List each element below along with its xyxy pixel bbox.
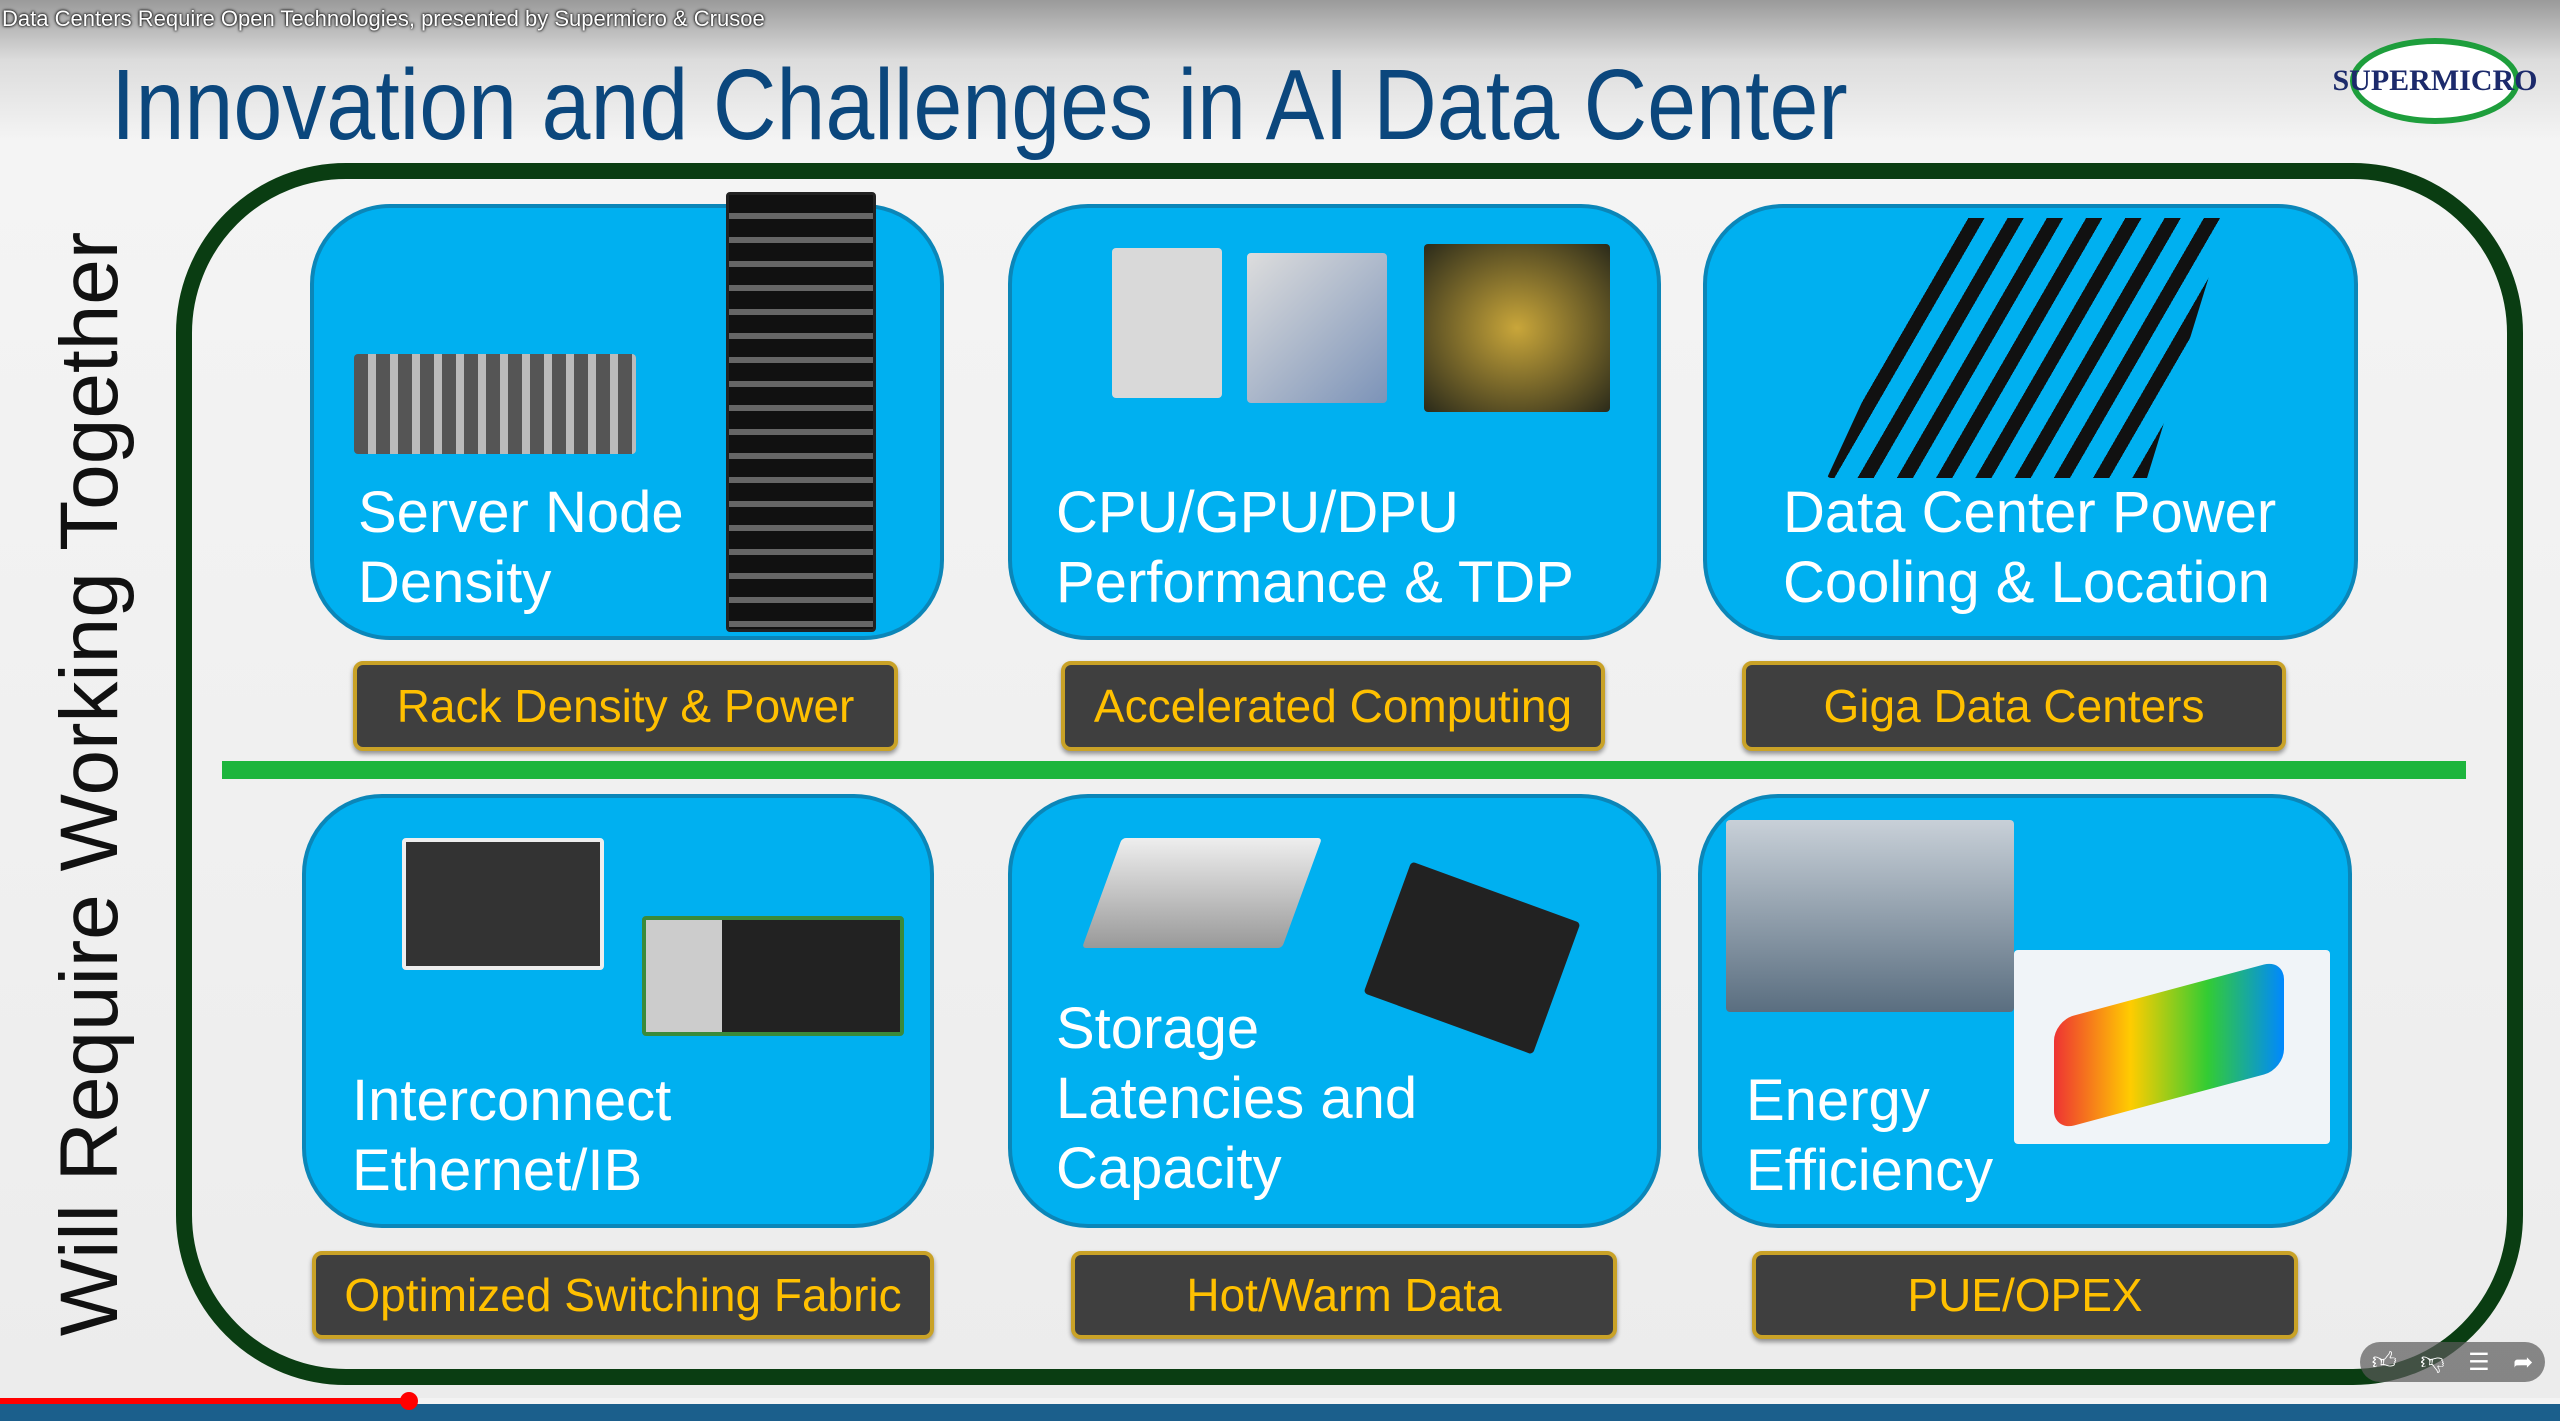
card-line: Capacity: [1056, 1136, 1282, 1201]
card-line: Energy: [1746, 1068, 1930, 1133]
label-accelerated-computing: Accelerated Computing: [1061, 661, 1605, 751]
slide-title: Innovation and Challenges in AI Data Cen…: [111, 49, 1848, 161]
divider-line: [222, 761, 2466, 779]
intel-xeon-chip-image: [1112, 248, 1222, 398]
card-line: Efficiency: [1746, 1138, 1994, 1203]
label-rack-density: Rack Density & Power: [353, 661, 898, 751]
data-center-rows-image: [1827, 218, 2227, 478]
green-frame: [176, 163, 2523, 1385]
card-line: Data Center Power: [1783, 480, 2277, 545]
comment-icon[interactable]: ☰: [2468, 1348, 2490, 1376]
card-line: Storage: [1056, 996, 1260, 1061]
card-line: Cooling & Location: [1783, 550, 2270, 615]
side-text: Will Require Working Together: [44, 231, 135, 1337]
progress-played: [0, 1398, 410, 1404]
progress-bar[interactable]: [0, 1398, 2560, 1404]
thermal-simulation-image: [2014, 950, 2330, 1144]
dislike-icon[interactable]: 👎︎: [2420, 1348, 2445, 1375]
nic-card-image: [402, 838, 604, 970]
label-hot-warm-data: Hot/Warm Data: [1071, 1251, 1617, 1339]
label-switching-fabric: Optimized Switching Fabric: [312, 1251, 934, 1339]
amd-epyc-chip-image: [1247, 253, 1387, 403]
share-icon[interactable]: ➦: [2513, 1348, 2534, 1376]
like-icon[interactable]: 👍︎: [2371, 1348, 2397, 1375]
progress-scrubber[interactable]: [399, 1392, 418, 1410]
gpu-chip-image: [1424, 244, 1610, 412]
video-title-overlay[interactable]: Data Centers Require Open Technologies, …: [2, 6, 765, 31]
server-node-image: [354, 354, 636, 454]
building-image: [1726, 820, 2014, 1012]
label-giga-data-centers: Giga Data Centers: [1742, 661, 2286, 751]
card-line: Interconnect: [352, 1068, 672, 1133]
card-line: CPU/GPU/DPU: [1056, 480, 1459, 545]
video-actions: 👍︎ 👎︎ ☰ ➦: [2360, 1342, 2545, 1382]
network-adapter-image: [642, 916, 904, 1036]
card-line: Latencies and: [1056, 1066, 1418, 1131]
card-line: Ethernet/IB: [352, 1138, 643, 1203]
card-line: Server Node: [358, 480, 684, 545]
supermicro-logo: SUPERMICRO: [2333, 38, 2538, 124]
bottom-strip: [0, 1404, 2560, 1421]
card-line: Density: [358, 550, 552, 615]
card-line: Performance & TDP: [1056, 550, 1574, 615]
label-pue-opex: PUE/OPEX: [1752, 1251, 2298, 1339]
ssd-image: [1081, 838, 1323, 948]
server-rack-image: [726, 192, 876, 632]
